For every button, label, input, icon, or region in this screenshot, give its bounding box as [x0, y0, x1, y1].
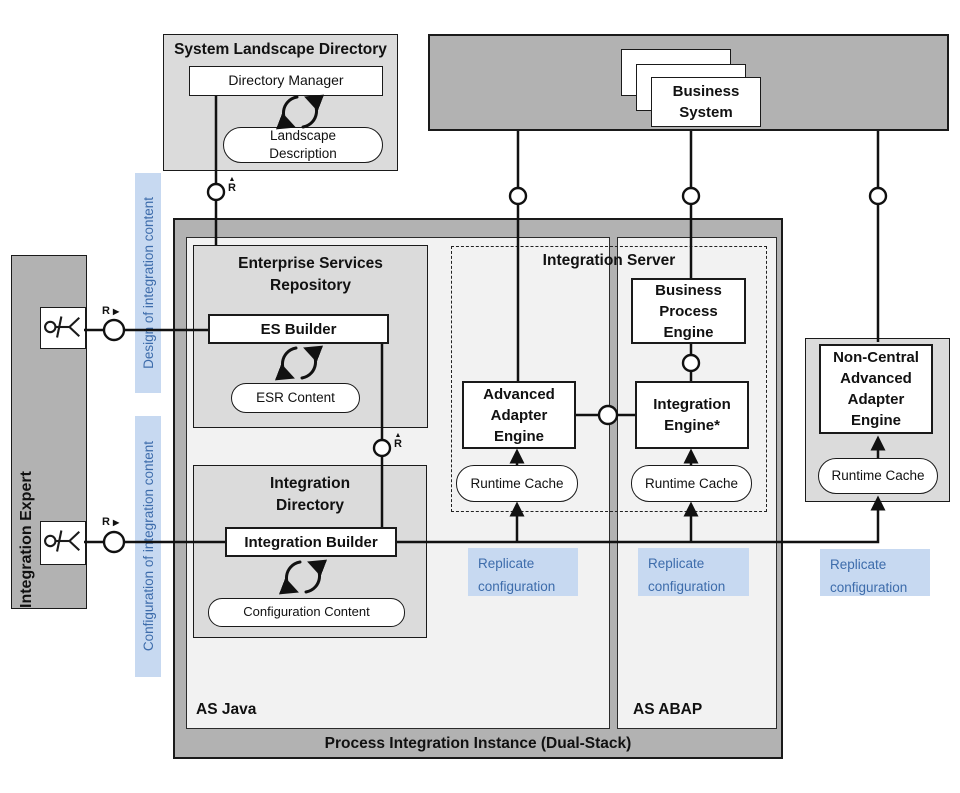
lollipop-interface-icon [868, 186, 888, 206]
runtime-cache-right-box: Runtime Cache [631, 465, 752, 502]
system-landscape-directory-title: System Landscape Directory [174, 41, 387, 58]
advanced-adapter-engine-box: Advanced Adapter Engine [462, 381, 576, 449]
lollipop-interface-icon [102, 318, 126, 342]
as-java-label: AS Java [196, 701, 257, 718]
r-label: R [394, 438, 402, 450]
arrow-up-icon: ▲ [394, 432, 402, 439]
runtime-cache-noncentral-box: Runtime Cache [818, 458, 938, 494]
esr-content-box: ESR Content [231, 383, 360, 413]
configuration-activity-bar: Configuration of integration content [135, 416, 161, 677]
business-system-group-box: Business System [428, 34, 949, 131]
configuration-content-box: Configuration Content [208, 598, 405, 627]
design-activity-bar: Design of integration content [135, 173, 161, 393]
r-label: R [102, 305, 110, 317]
r-label: R [102, 516, 110, 528]
actor-box [40, 521, 86, 565]
r-label: R [228, 182, 236, 194]
esr-title: Enterprise Services Repository [238, 255, 383, 295]
arrow-right-icon: ▶ [112, 306, 120, 316]
as-abap-label: AS ABAP [633, 701, 703, 718]
lollipop-interface-icon [102, 530, 126, 554]
design-activity-label: Design of integration content [140, 197, 156, 369]
landscape-description-box: Landscape Description [223, 127, 383, 163]
lollipop-interface-icon [681, 186, 701, 206]
replicate-configuration-label: Replicate configuration [468, 548, 578, 596]
actor-box [40, 307, 86, 349]
business-system-card-front: Business System [651, 77, 761, 127]
business-process-engine-box: Business Process Engine [631, 278, 746, 344]
replicate-configuration-label: Replicate configuration [638, 548, 749, 596]
directory-manager-box: Directory Manager [189, 66, 383, 96]
actor-icon [44, 530, 81, 552]
r-interface-marker: ▲ R [228, 176, 236, 194]
runtime-cache-left-box: Runtime Cache [456, 465, 578, 502]
actor-icon [44, 316, 81, 338]
lollipop-interface-icon [508, 186, 528, 206]
r-interface-marker: R ▶ [102, 516, 119, 528]
pi-instance-title: Process Integration Instance (Dual-Stack… [324, 735, 632, 752]
arrow-up-icon: ▲ [228, 176, 236, 183]
lollipop-interface-icon [206, 182, 226, 202]
replicate-configuration-label: Replicate configuration [820, 549, 930, 596]
es-builder-box: ES Builder [208, 314, 389, 344]
r-interface-marker: R ▶ [102, 305, 119, 317]
integration-engine-box: Integration Engine* [635, 381, 749, 449]
integration-builder-box: Integration Builder [225, 527, 397, 557]
integration-directory-title: Integration Directory [269, 475, 351, 515]
integration-expert-box: Integration Expert [11, 255, 87, 609]
arrow-right-icon: ▶ [112, 517, 120, 527]
integration-expert-label: Integration Expert [18, 471, 35, 608]
non-central-aae-box: Non-Central Advanced Adapter Engine [819, 344, 933, 434]
r-interface-marker: ▲ R [394, 432, 402, 450]
configuration-activity-label: Configuration of integration content [140, 441, 156, 652]
integration-server-title: Integration Server [542, 252, 676, 269]
